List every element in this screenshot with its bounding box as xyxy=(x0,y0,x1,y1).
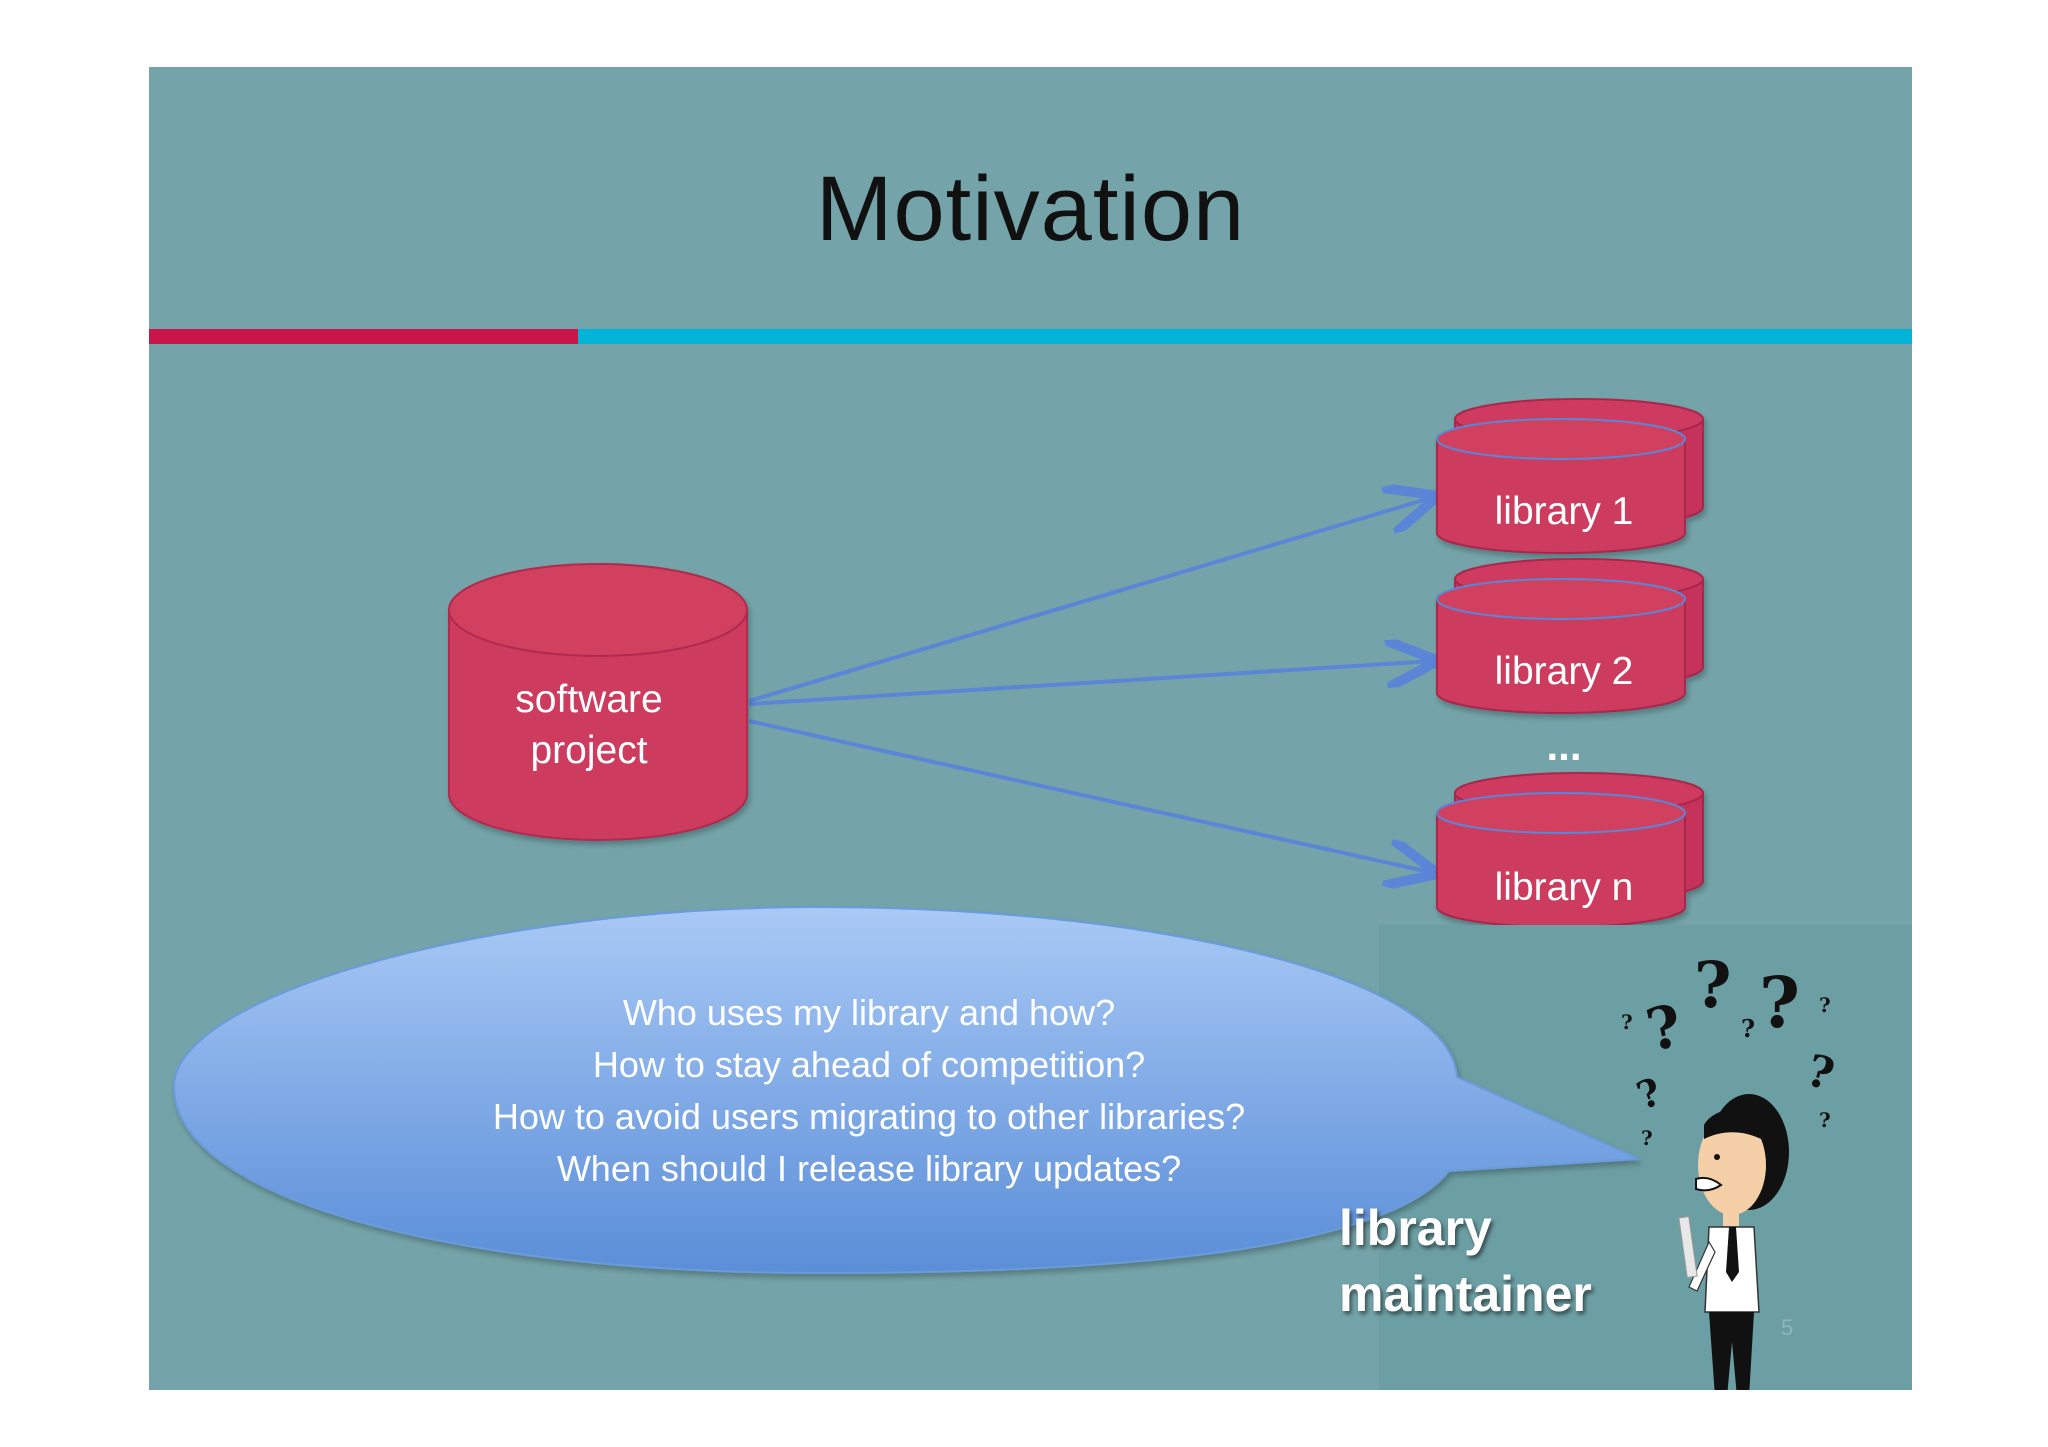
svg-text:?: ? xyxy=(1819,993,1831,1017)
question-line: How to avoid users migrating to other li… xyxy=(492,1096,1246,1137)
library-maintainer-label: library maintainer xyxy=(1339,1195,1592,1327)
accent-bar-red xyxy=(149,329,578,344)
svg-text:?: ? xyxy=(1694,948,1732,1023)
software-project-label: software project xyxy=(439,675,739,776)
maintainer-label-line1: library xyxy=(1339,1200,1492,1256)
project-label-line2: project xyxy=(530,728,648,772)
question-line: Who uses my library and how? xyxy=(622,992,1116,1033)
library-1-label: library 1 xyxy=(1494,490,1634,533)
question-line: How to stay ahead of competition? xyxy=(592,1044,1146,1085)
dependency-diagram: ? ? ? ? ? ? ? ? ? ? xyxy=(172,398,1912,1390)
slide: Motivation xyxy=(149,67,1912,1390)
page-number: 5 xyxy=(1781,1315,1794,1340)
svg-text:?: ? xyxy=(1641,1126,1653,1150)
library-1-cylinders xyxy=(1436,398,1704,554)
speech-bubble xyxy=(172,905,1640,1275)
arrow-to-library-2 xyxy=(748,661,1434,706)
dependency-arrows xyxy=(748,497,1434,873)
arrow-to-library-n xyxy=(748,719,1434,873)
library-n-cylinders xyxy=(1436,772,1704,928)
library-n-label: library n xyxy=(1494,866,1634,909)
confused-person-icon: ? ? ? ? ? ? ? ? ? ? xyxy=(1621,948,1839,1390)
svg-text:?: ? xyxy=(1759,961,1800,1044)
library-2-cylinders xyxy=(1436,558,1704,714)
library-2-label: library 2 xyxy=(1494,650,1634,693)
library-ellipsis: ... xyxy=(1546,722,1582,769)
project-label-line1: software xyxy=(515,678,663,721)
software-project-cylinder xyxy=(448,563,748,841)
arrow-to-library-1 xyxy=(748,497,1434,703)
svg-text:?: ? xyxy=(1741,1014,1755,1043)
question-line: When should I release library updates? xyxy=(556,1148,1182,1189)
maintainer-label-line2: maintainer xyxy=(1339,1266,1592,1322)
svg-text:?: ? xyxy=(1819,1108,1831,1132)
svg-text:?: ? xyxy=(1621,1010,1633,1034)
slide-title: Motivation xyxy=(815,158,1246,260)
accent-bar-cyan xyxy=(578,329,1912,344)
speech-bubble-questions: Who uses my library and how? How to stay… xyxy=(349,987,1389,1195)
